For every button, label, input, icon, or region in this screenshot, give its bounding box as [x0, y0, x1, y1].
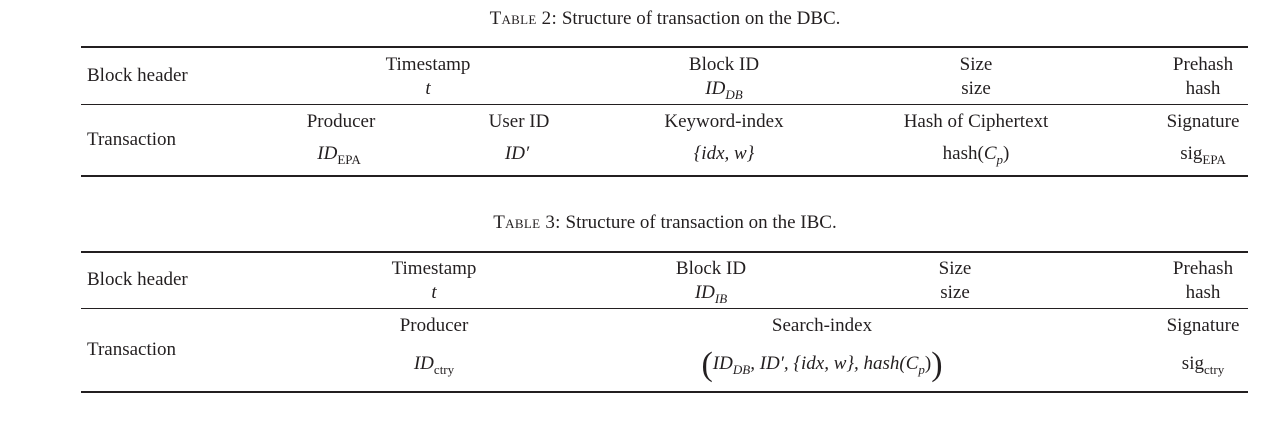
table3-caption-text: Structure of transaction on the IBC.	[565, 212, 837, 233]
table3-caption: Table 3: Structure of transaction on the…	[0, 212, 1283, 234]
table2-transaction-label: Transaction	[87, 129, 177, 150]
table3-block-header-label: Block header	[87, 269, 188, 290]
table3-signature-symbol: sigctry	[1181, 353, 1225, 377]
table3-transaction-label: Transaction	[87, 339, 177, 360]
table2-prehash-symbol: hash	[1185, 78, 1221, 99]
table3-prehash-symbol: hash	[1185, 282, 1221, 303]
table2-caption-label: Table 2:	[489, 8, 558, 29]
table3-timestamp-header: Timestamp	[391, 258, 477, 279]
table2-bottom-rule	[81, 175, 1248, 177]
table2-keyword-index-header: Keyword-index	[664, 111, 784, 132]
table3-producer-header: Producer	[399, 315, 469, 336]
table2-size-header: Size	[959, 54, 993, 75]
table2-producer-header: Producer	[306, 111, 376, 132]
table3-size-symbol: size	[940, 282, 970, 303]
table3-prehash-header: Prehash	[1172, 258, 1234, 279]
table2-top-rule	[81, 46, 1248, 48]
table3-timestamp-symbol: t	[431, 282, 437, 303]
table2-producer-symbol: IDEPA	[317, 143, 361, 167]
table3-size-header: Size	[938, 258, 972, 279]
table2-block-id-symbol: IDDB	[705, 78, 743, 102]
table2-caption: Table 2: Structure of transaction on the…	[0, 8, 1283, 30]
table2-block-id-header: Block ID	[688, 54, 760, 75]
table3-search-index-symbol: (IDDB, ID′, {idx, w}, hash(Cp))	[701, 346, 943, 383]
table3-signature-header: Signature	[1166, 315, 1240, 336]
table2-keyword-index-symbol: {idx, w}	[693, 143, 755, 164]
table2-size-symbol: size	[961, 78, 991, 99]
table2-prehash-header: Prehash	[1172, 54, 1234, 75]
table3-block-id-header: Block ID	[675, 258, 747, 279]
table2-hash-ciphertext-symbol: hash(Cp)	[942, 143, 1010, 167]
table2-timestamp-header: Timestamp	[385, 54, 471, 75]
table3-top-rule	[81, 251, 1248, 253]
table3-caption-label: Table 3:	[493, 212, 561, 233]
table2-signature-header: Signature	[1166, 111, 1240, 132]
table2-user-id-symbol: ID′	[504, 143, 530, 164]
table2-mid-rule	[81, 104, 1248, 105]
table3-mid-rule	[81, 308, 1248, 309]
table2-timestamp-symbol: t	[425, 78, 431, 99]
table3-bottom-rule	[81, 391, 1248, 393]
table3-block-id-symbol: IDIB	[694, 282, 728, 306]
table2-user-id-header: User ID	[488, 111, 550, 132]
table3-producer-symbol: IDctry	[413, 353, 455, 377]
table2-block-header-label: Block header	[87, 65, 188, 86]
table3-search-index-header: Search-index	[771, 315, 873, 336]
table2-caption-text: Structure of transaction on the DBC.	[561, 8, 841, 29]
table2-signature-symbol: sigEPA	[1180, 143, 1226, 167]
table2-hash-ciphertext-header: Hash of Ciphertext	[903, 111, 1049, 132]
